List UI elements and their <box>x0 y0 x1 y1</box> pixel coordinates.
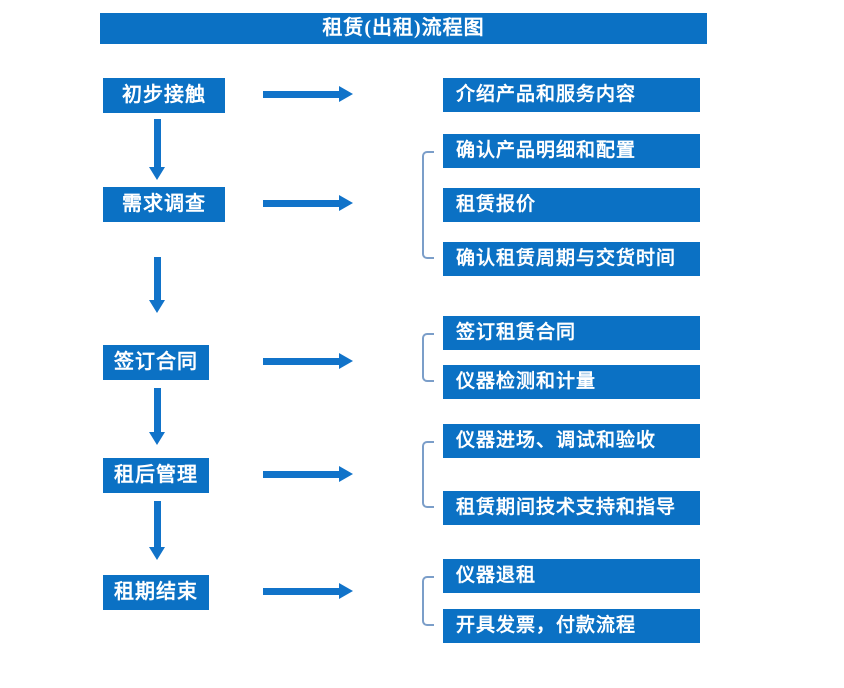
stage-box-post-rental-management: 租后管理 <box>103 458 209 493</box>
detail-box-instrument-return: 仪器退租 <box>443 559 700 593</box>
flowchart-title: 租赁(出租)流程图 <box>100 13 707 44</box>
right-arrow-icon <box>263 583 353 599</box>
stage-box-initial-contact: 初步接触 <box>103 78 225 113</box>
down-arrow-icon <box>149 119 165 180</box>
detail-box-instrument-testing: 仪器检测和计量 <box>443 365 700 399</box>
group-bracket-icon <box>422 576 434 626</box>
right-arrow-icon <box>263 195 353 211</box>
down-arrow-icon <box>149 257 165 313</box>
detail-box-confirm-period-delivery: 确认租赁周期与交货时间 <box>443 242 700 276</box>
stage-box-demand-survey: 需求调查 <box>103 187 225 222</box>
right-arrow-icon <box>263 466 353 482</box>
down-arrow-icon <box>149 388 165 445</box>
stage-box-sign-contract: 签订合同 <box>103 345 209 380</box>
right-arrow-icon <box>263 86 353 102</box>
detail-box-introduce-products-services: 介绍产品和服务内容 <box>443 78 700 112</box>
detail-box-sign-rental-contract: 签订租赁合同 <box>443 316 700 350</box>
group-bracket-icon <box>422 333 434 382</box>
group-bracket-icon <box>422 151 434 259</box>
detail-box-confirm-product-details: 确认产品明细和配置 <box>443 134 700 168</box>
detail-box-invoice-payment: 开具发票，付款流程 <box>443 609 700 643</box>
right-arrow-icon <box>263 353 353 369</box>
detail-box-rental-quotation: 租赁报价 <box>443 188 700 222</box>
down-arrow-icon <box>149 501 165 560</box>
group-bracket-icon <box>422 441 434 508</box>
stage-box-rental-end: 租期结束 <box>103 575 209 610</box>
detail-box-instrument-setup-acceptance: 仪器进场、调试和验收 <box>443 424 700 458</box>
detail-box-technical-support: 租赁期间技术支持和指导 <box>443 491 700 525</box>
